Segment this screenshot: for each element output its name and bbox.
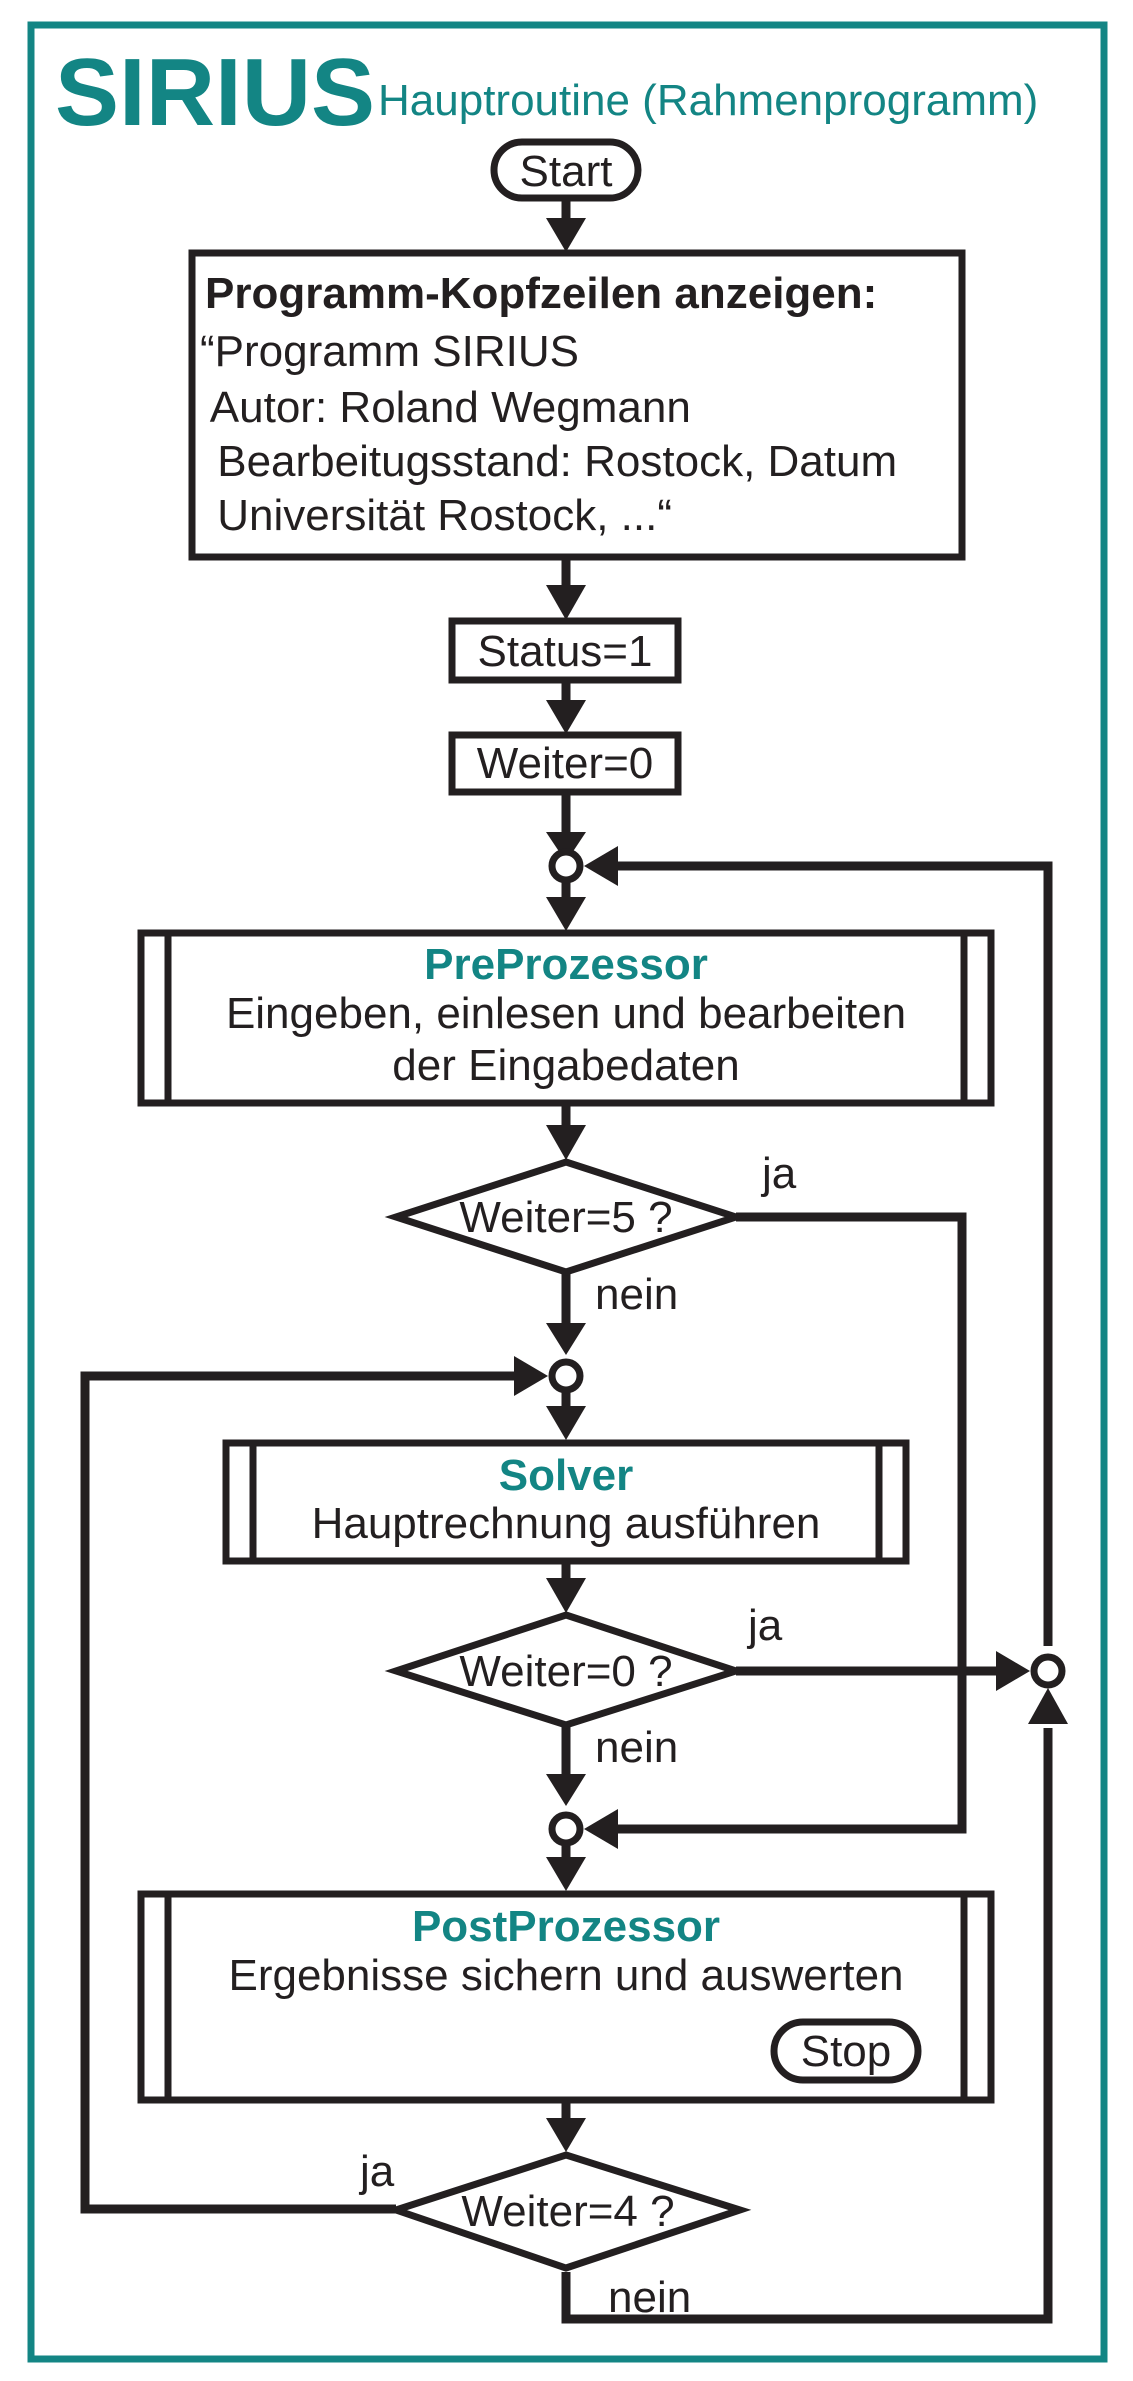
arrowhead [546,218,586,252]
decision-weiter-0-label: Weiter=0 ? [459,1647,672,1696]
header-box-line: Bearbeitugsstand: Rostock, Datum [205,437,897,486]
arrowhead [546,1578,586,1613]
brand-title: SIRIUS [55,39,375,146]
arrowhead [1028,1688,1068,1724]
decision-weiter-4-label: Weiter=4 ? [461,2187,674,2236]
decision-weiter-4-no: nein [608,2273,691,2322]
decision-weiter-4-yes: ja [358,2147,395,2196]
connector-dec1-yes [600,1212,967,1834]
header-box-title: Programm-Kopfzeilen anzeigen: [205,269,877,318]
postprozessor-title: PostProzessor [412,1902,720,1951]
junction-node [548,1811,584,1847]
junction-node [548,848,584,884]
arrowhead [546,1125,586,1160]
arrowhead [546,1857,586,1891]
postprozessor-line1: Ergebnisse sichern und auswerten [228,1951,903,2000]
decision-weiter-0-no: nein [595,1723,678,1772]
arrowhead [546,1406,586,1440]
status-box [448,617,682,684]
decision-weiter-4 [384,2151,752,2272]
arrowhead [546,832,586,862]
arrowhead [546,897,586,931]
connector-dec3-yes [80,1371,530,2214]
decision-weiter-0-yes: ja [746,1601,783,1650]
solver-line1: Hauptrechnung ausführen [312,1499,821,1548]
decision-weiter-0 [384,1611,748,1729]
header-display-box [188,249,966,561]
arrowhead [546,2118,586,2152]
outer-frame [27,21,1108,2363]
weiter-label: Weiter=0 [477,739,654,788]
stop-label: Stop [801,2027,892,2076]
connector-loop-return [600,861,1053,1646]
junction-node [1030,1653,1066,1689]
preprozessor-line1: Eingeben, einlesen und bearbeiten [226,989,906,1038]
arrowhead [996,1651,1030,1691]
arrowhead [514,1356,548,1396]
arrowhead [584,1809,618,1849]
preprozessor-title: PreProzessor [424,940,708,989]
weiter-box [448,731,682,796]
arrowhead [546,1774,586,1806]
stop-terminal [770,2018,922,2084]
status-label: Status=1 [478,627,653,676]
arrowhead [546,585,586,620]
decision-weiter-5-yes: ja [760,1149,797,1198]
preprozessor-box [137,929,995,1107]
solver-title: Solver [499,1451,634,1500]
connector-dec3-no [561,1728,1053,2324]
header-box-line: Universität Rostock, ...“ [205,491,672,540]
header-box-line: Autor: Roland Wegmann [200,383,691,432]
decision-weiter-5 [384,1158,748,1276]
start-label: Start [520,147,613,196]
arrowhead [546,1323,586,1355]
page-subtitle: Hauptroutine (Rahmenprogramm) [378,76,1038,125]
decision-weiter-5-label: Weiter=5 ? [459,1193,672,1242]
arrowhead [546,700,586,734]
arrowhead [584,846,618,886]
junction-node [548,1358,584,1394]
header-box-line: “Programm SIRIUS [200,327,579,376]
decision-weiter-5-no: nein [595,1270,678,1319]
start-terminal [490,138,642,202]
solver-box [222,1439,910,1565]
preprozessor-line2: der Eingabedaten [392,1041,739,1090]
